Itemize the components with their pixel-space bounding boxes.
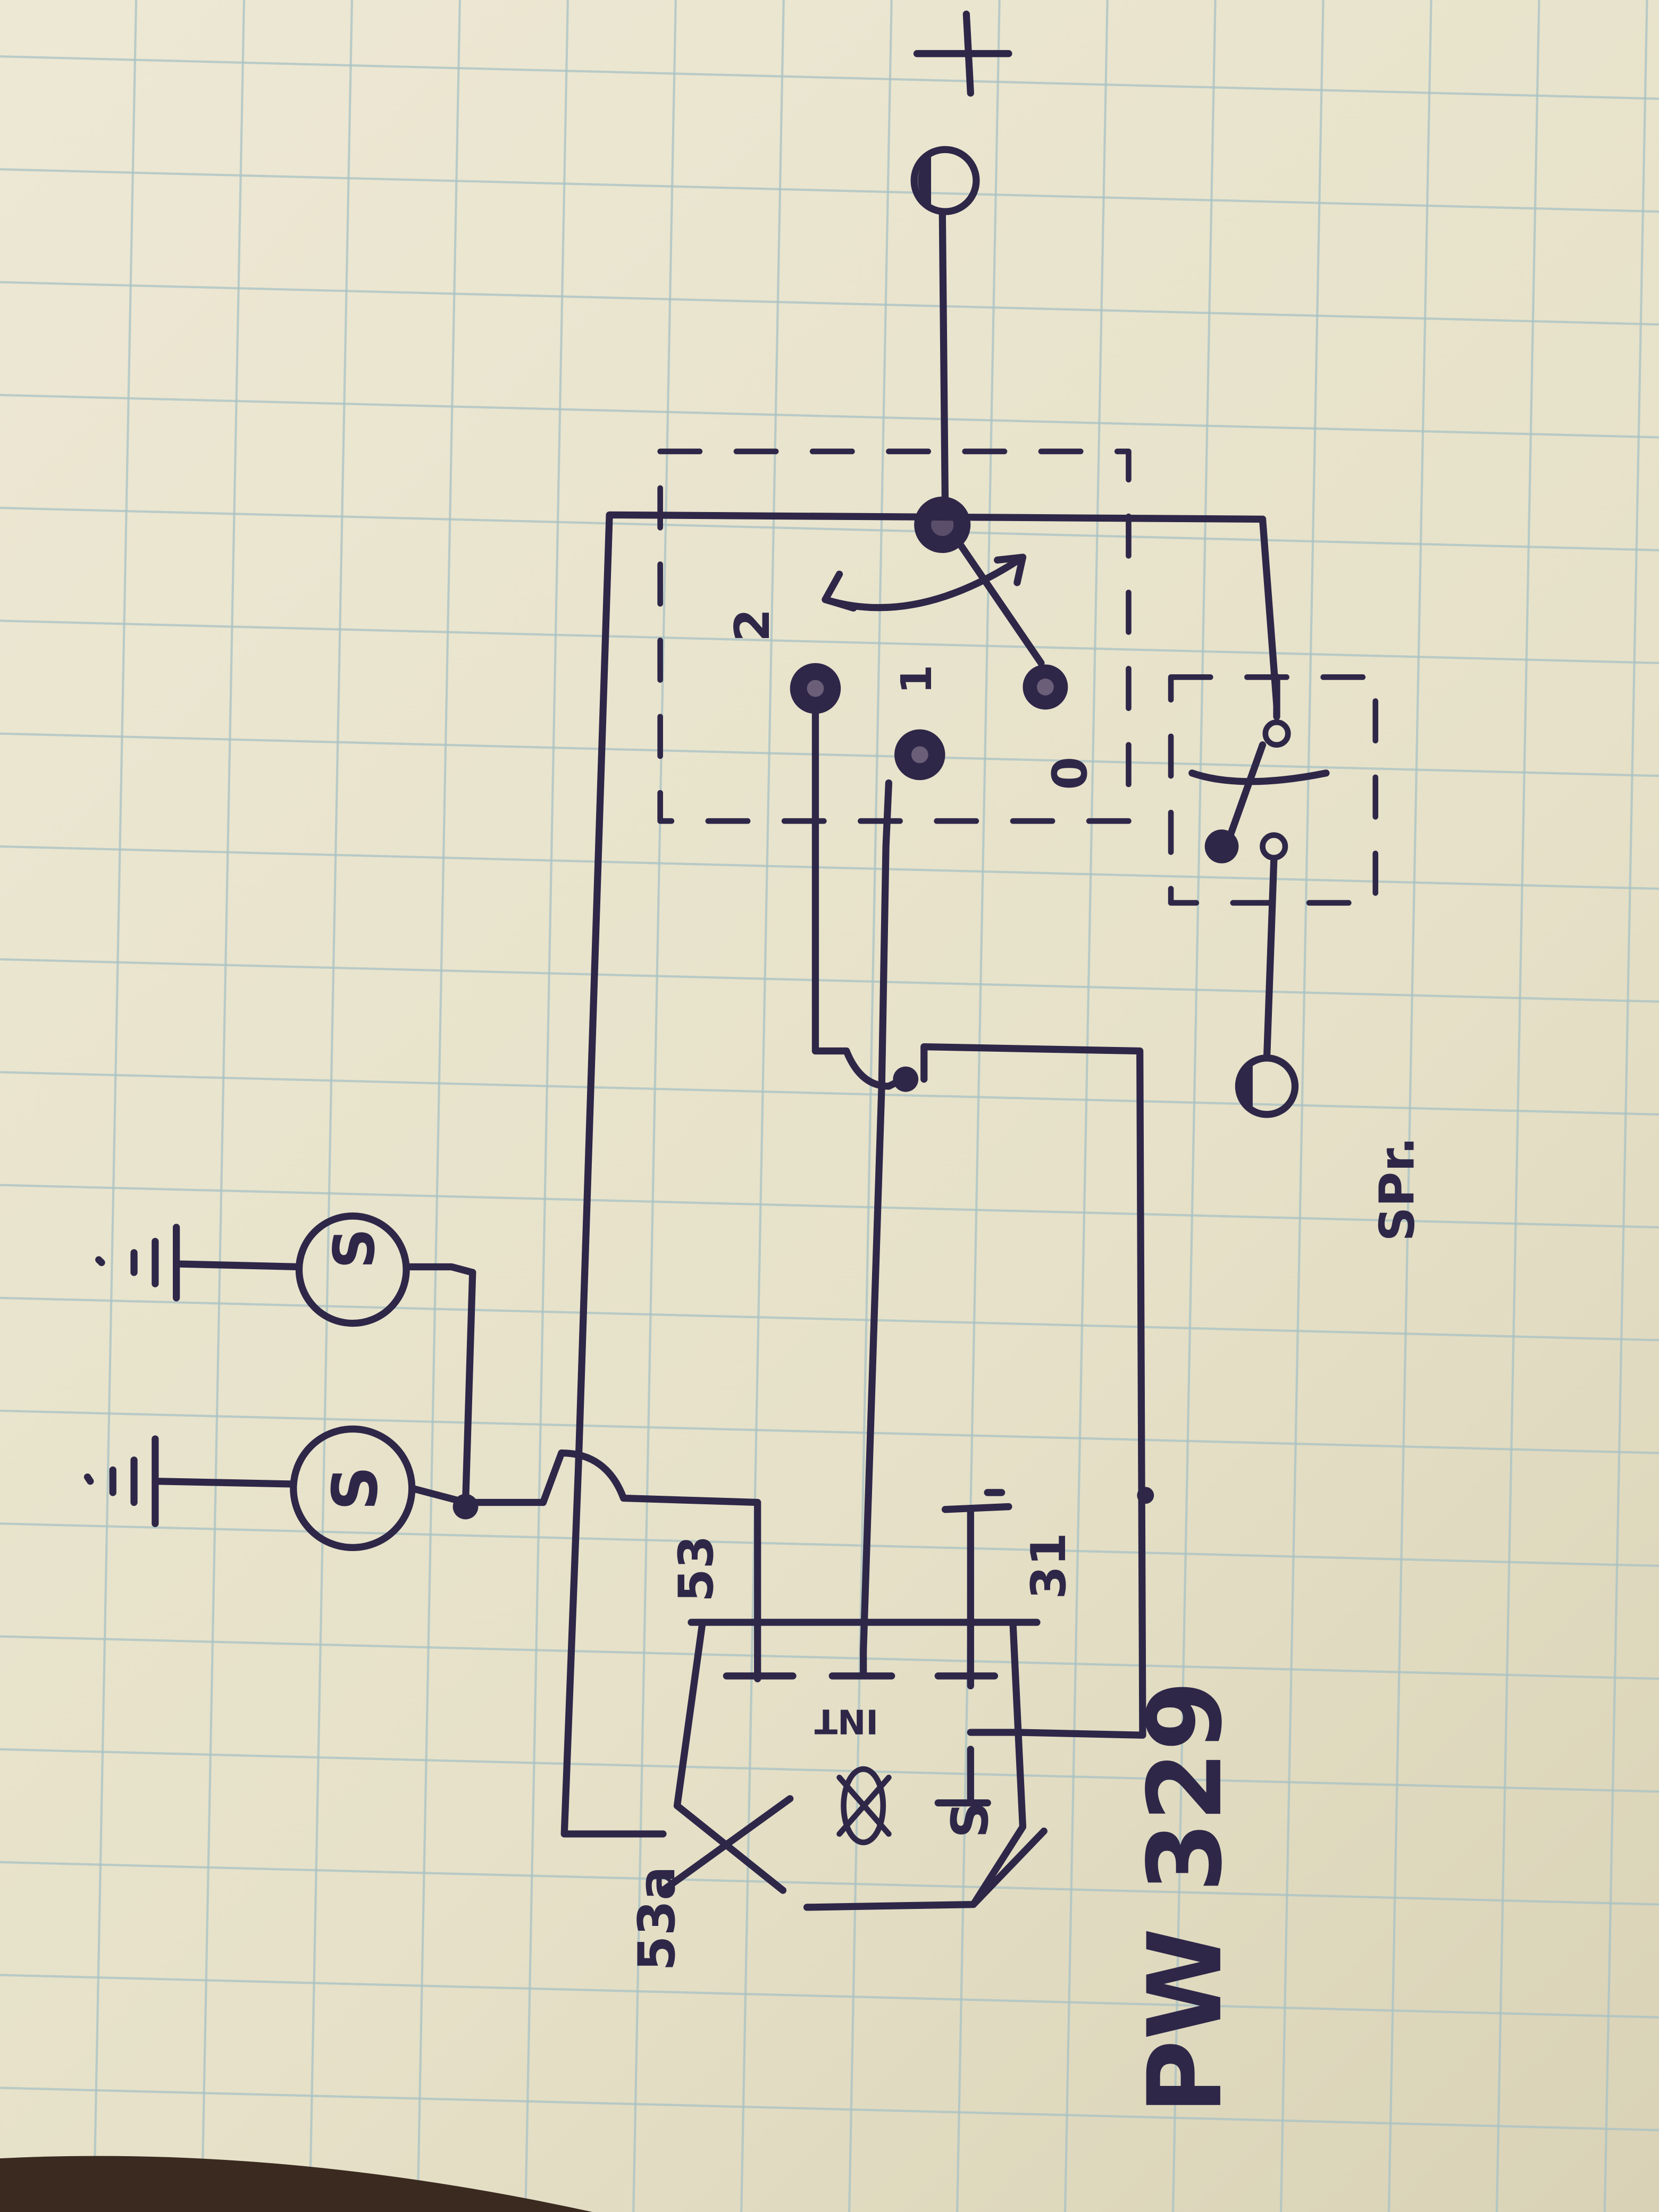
grid-line bbox=[956, 0, 1001, 2212]
grid-line bbox=[0, 1184, 1659, 1229]
grid-line bbox=[1495, 0, 1540, 2212]
grid-line bbox=[740, 0, 785, 2212]
label-relay-name: PW 329 bbox=[1127, 1680, 1245, 2114]
grid-line bbox=[1063, 0, 1109, 2212]
grid-line bbox=[0, 1861, 1659, 1906]
grid-line bbox=[0, 1522, 1659, 1568]
grid-line bbox=[1171, 0, 1217, 2212]
grid-line bbox=[416, 0, 462, 2212]
grid-line bbox=[0, 1071, 1659, 1116]
motor-2: S bbox=[83, 1269, 761, 1682]
grid-line bbox=[632, 0, 677, 2212]
label-position-1: 1 bbox=[892, 665, 941, 694]
wiper-switch: 2 1 0 bbox=[657, 448, 1132, 824]
grid-line bbox=[308, 0, 354, 2212]
label-motor-2: S bbox=[319, 1466, 391, 1511]
grid-line bbox=[0, 506, 1659, 551]
label-pin-int: INT bbox=[814, 1702, 878, 1741]
grid-line bbox=[0, 1748, 1659, 1793]
positive-terminal: + bbox=[910, 10, 1012, 512]
grid-line bbox=[0, 55, 1659, 100]
grid-line bbox=[1387, 0, 1432, 2212]
wires bbox=[560, 511, 1280, 1838]
grid-line bbox=[0, 2087, 1659, 2132]
grid-line bbox=[0, 168, 1659, 213]
crossed-lamp-icon bbox=[836, 1766, 892, 1846]
label-position-2: 2 bbox=[725, 608, 781, 642]
label-motor-1: S bbox=[322, 1228, 388, 1269]
label-pin-53: 53 bbox=[668, 1535, 724, 1602]
grid-line bbox=[0, 1635, 1659, 1680]
grid-line bbox=[0, 281, 1659, 326]
washer-switch: SPr. bbox=[1168, 673, 1425, 1242]
grid-line bbox=[0, 393, 1659, 439]
grid-line bbox=[93, 0, 138, 2212]
grid-line bbox=[200, 0, 246, 2212]
grid-line bbox=[0, 619, 1659, 665]
label-pin-53a: 53a bbox=[627, 1866, 686, 1971]
motor-1: S bbox=[95, 1212, 476, 1327]
grid-line bbox=[848, 0, 893, 2212]
label-washer-switch: SPr. bbox=[1369, 1137, 1425, 1242]
grid-line bbox=[0, 1409, 1659, 1454]
grid-line bbox=[524, 0, 569, 2212]
label-pin-31: 31 bbox=[1021, 1532, 1077, 1599]
grid-line bbox=[0, 1296, 1659, 1342]
relay-pw329: 53 31 INT S 53a PW 329 bbox=[627, 1489, 1245, 2114]
table-edge bbox=[0, 2156, 593, 2212]
label-pin-s: S bbox=[940, 1802, 1000, 1838]
grid-line bbox=[0, 732, 1659, 777]
grid-line bbox=[1603, 0, 1648, 2212]
label-position-0: 0 bbox=[1042, 757, 1098, 790]
grid-line bbox=[0, 845, 1659, 890]
grid-line bbox=[0, 1974, 1659, 2018]
grid-line bbox=[0, 958, 1659, 1003]
